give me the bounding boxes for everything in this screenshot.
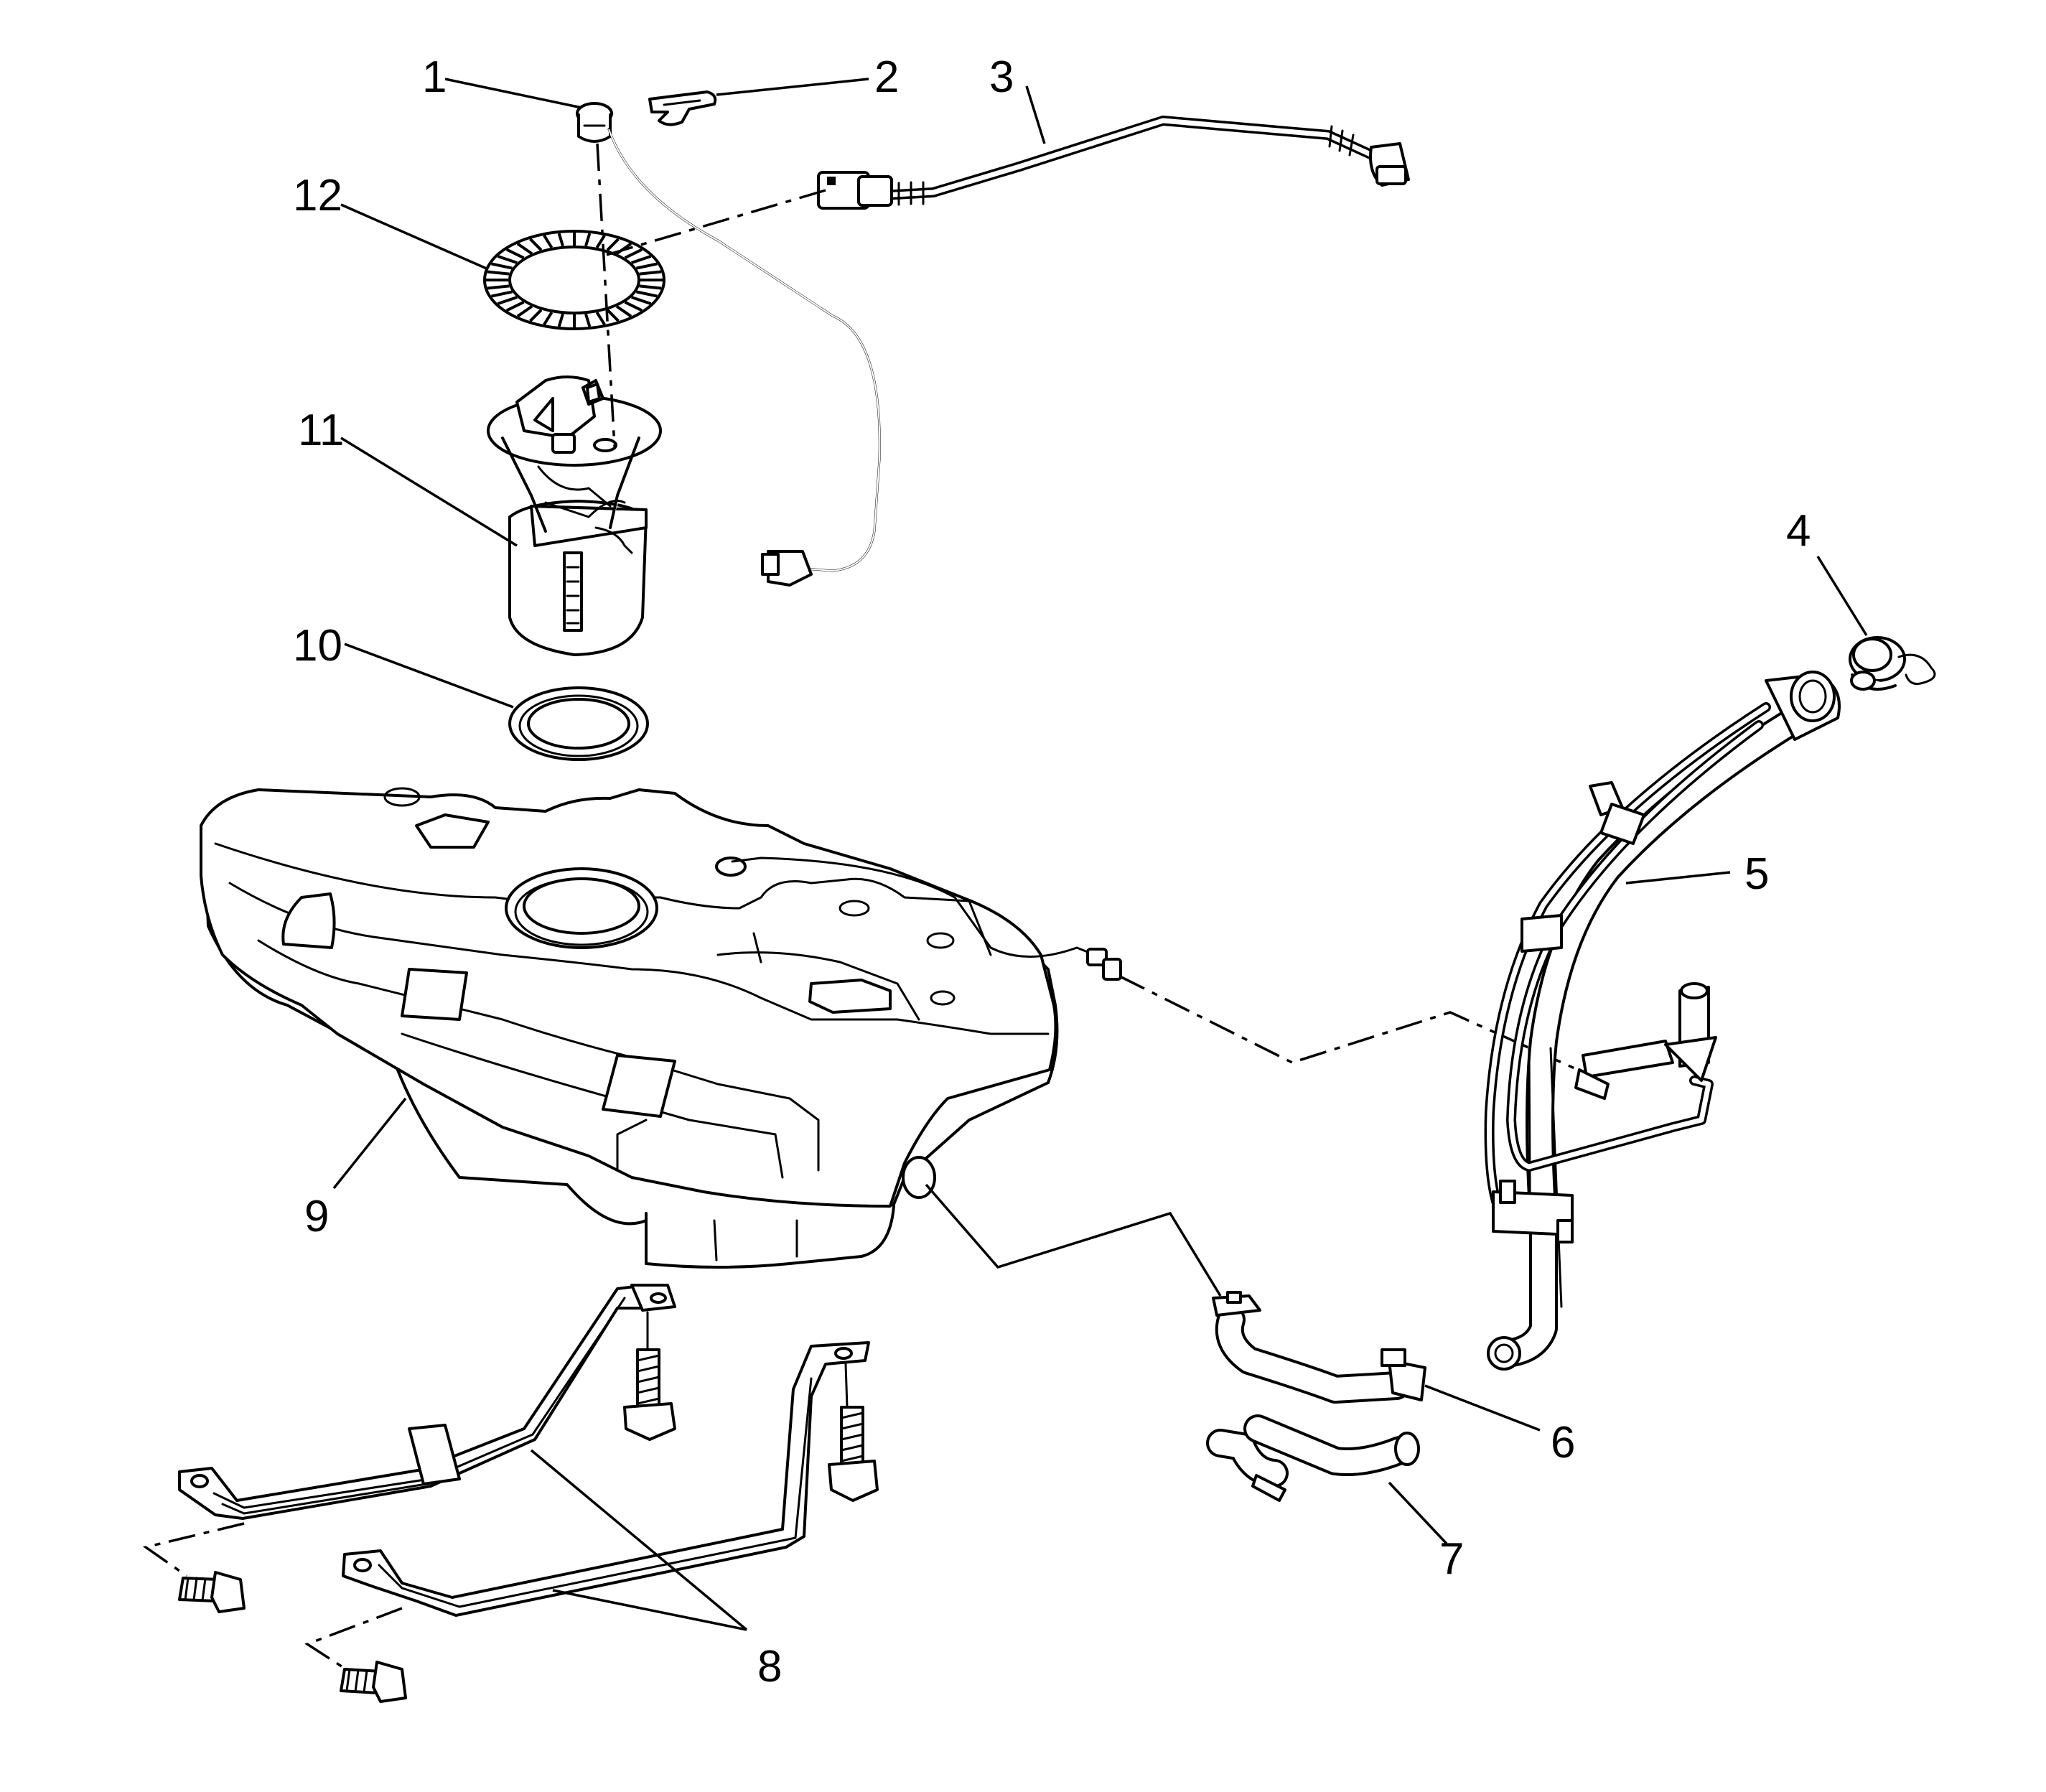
lock-ring-tooth <box>487 270 510 276</box>
callout-7: 7 <box>1439 1534 1464 1584</box>
lock-ring-tooth <box>557 233 564 247</box>
lock-ring-tooth <box>529 238 543 251</box>
lock-ring-tooth <box>497 255 518 264</box>
part-6-filler-hose <box>1212 1291 1426 1404</box>
part-4-fuel-cap <box>1849 636 1936 691</box>
part-1-connector <box>576 102 613 143</box>
callout-6: 6 <box>1551 1418 1575 1467</box>
callout-5: 5 <box>1744 849 1769 899</box>
callout-4: 4 <box>1786 506 1811 556</box>
callout-12: 12 <box>293 171 342 220</box>
lock-ring-tooth <box>631 255 652 264</box>
part-7-vent-hose <box>1206 1414 1420 1502</box>
callout-1: 1 <box>422 52 447 102</box>
lock-ring-tooth <box>497 296 518 305</box>
part-8-tank-straps <box>178 1284 879 1703</box>
strap-bolt-lower-left-1 <box>178 1571 246 1613</box>
lock-ring-tooth <box>624 248 643 259</box>
lock-ring-tooth <box>491 262 513 270</box>
part-9-fuel-tank <box>200 787 1122 1269</box>
leader-lines <box>332 78 1868 1631</box>
lock-ring-tooth <box>557 313 564 327</box>
strap-bolt-lower-left-2 <box>340 1661 407 1703</box>
lock-ring-tooth <box>516 305 533 318</box>
callout-9: 9 <box>304 1192 329 1241</box>
lock-ring-tooth <box>639 270 662 276</box>
strap-bolt-upper-right <box>828 1406 879 1502</box>
part-11-fuel-pump-module <box>487 128 881 656</box>
lock-ring-tooth <box>636 262 658 270</box>
connection-line-filler-port <box>925 1183 1222 1297</box>
bolt-alignment-lines <box>142 1311 849 1671</box>
lock-ring-tooth <box>615 305 632 318</box>
strap-bolt-upper-left <box>623 1348 676 1441</box>
lock-ring-tooth <box>624 301 643 312</box>
lock-ring-tooth <box>584 233 592 247</box>
lock-ring-tooth <box>487 284 510 290</box>
part-5-fuel-filler-pipe <box>1484 671 1841 1371</box>
lock-ring-tooth <box>636 290 658 298</box>
lock-ring-tooth <box>505 301 525 312</box>
lock-ring-tooth <box>606 309 620 322</box>
callout-10: 10 <box>293 621 342 671</box>
part-10-seal <box>508 686 649 761</box>
lock-ring-tooth <box>529 309 543 322</box>
lock-ring-tooth <box>595 312 606 326</box>
lock-ring-tooth <box>584 313 592 327</box>
lock-ring-tooth <box>606 238 620 251</box>
lock-ring-tooth <box>631 296 652 305</box>
part-3-fuel-feed-pipe <box>817 116 1410 210</box>
callout-8: 8 <box>757 1642 782 1691</box>
callout-3: 3 <box>989 52 1014 102</box>
alignment-line-vent <box>1119 975 1594 1078</box>
callout-11: 11 <box>298 406 344 455</box>
lock-ring-tooth <box>491 290 513 298</box>
part-2-retainer-clip <box>648 90 717 126</box>
lock-ring-tooth <box>516 242 533 255</box>
lock-ring-tooth <box>595 234 606 248</box>
lock-ring-tooth <box>505 248 525 259</box>
part-12-lock-ring <box>483 230 665 330</box>
callout-2: 2 <box>874 52 899 102</box>
lock-ring-tooth <box>543 234 553 248</box>
lock-ring-tooth <box>639 284 662 290</box>
alignment-lines <box>596 143 826 447</box>
lock-ring-tooth <box>543 312 553 326</box>
callout-numbers: 1 2 3 12 11 10 4 5 9 6 7 8 <box>293 52 1811 1691</box>
